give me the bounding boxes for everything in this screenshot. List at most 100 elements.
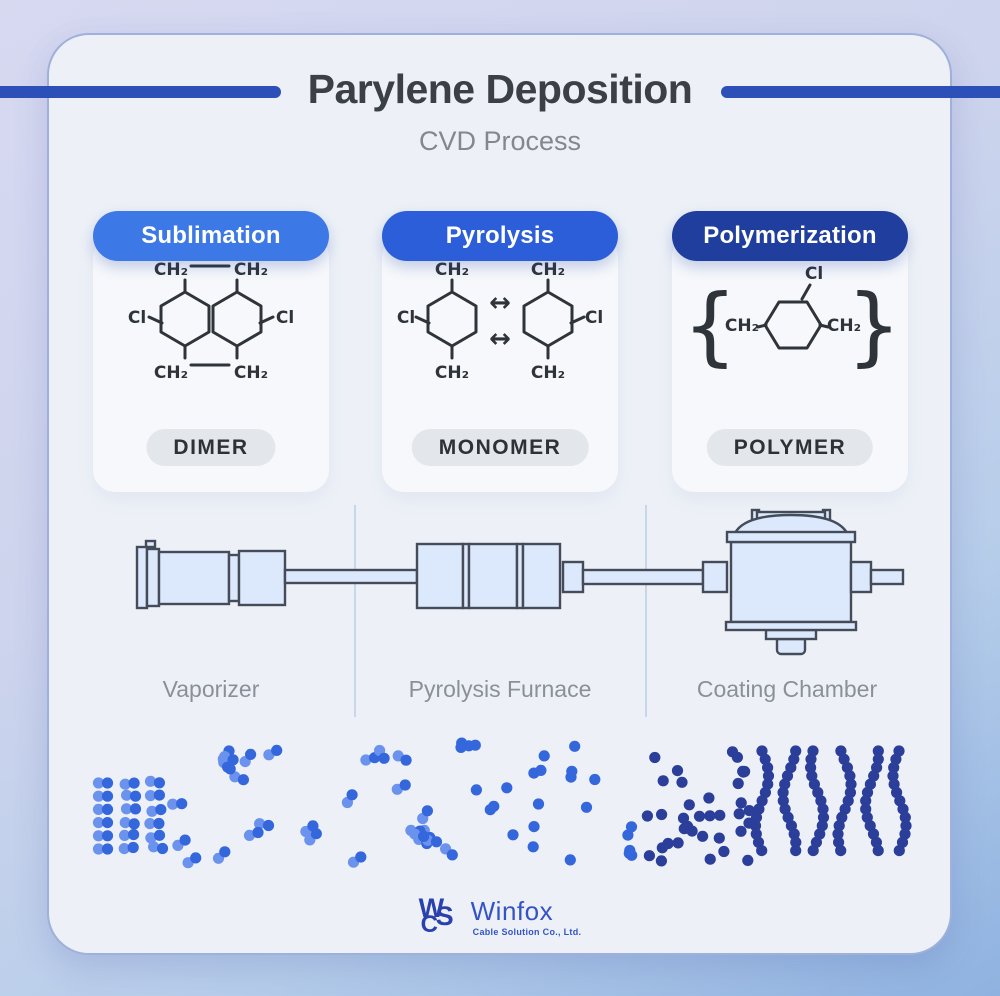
vaporizer-drawing (135, 539, 287, 610)
ch2-label: CH₂ (234, 260, 268, 280)
monomer-rings (414, 278, 586, 360)
molecule-dot (564, 854, 576, 866)
molecule-dot (145, 832, 157, 844)
repeat-unit-brace-open: { (683, 276, 738, 376)
molecule-dot (718, 845, 730, 858)
molecule-dot (237, 774, 249, 786)
molecule-dot (625, 821, 638, 833)
stage-tag-polymer: POLYMER (706, 429, 874, 466)
apparatus-drawing (135, 508, 905, 656)
ch2-label: CH₂ (725, 316, 759, 336)
molecule-dot (128, 829, 140, 841)
molecule-dot (737, 765, 749, 777)
molecule-dot (683, 799, 695, 811)
molecule-dot (219, 846, 231, 858)
molecule-dot (817, 803, 829, 815)
molecule-dot (750, 811, 763, 823)
molecule-dot (714, 809, 726, 821)
molecule-dot (733, 808, 745, 820)
molecule-dot (92, 777, 105, 789)
cl-label: Cl (128, 308, 146, 328)
molecule-dot (179, 834, 191, 846)
monomer-structure-drawing: CH₂ CH₂ CH₂ CH₂ Cl Cl ↔ ↔ (397, 260, 603, 383)
cl-label: Cl (397, 308, 415, 328)
molecule-dot (872, 745, 884, 757)
molecule-dot (346, 789, 358, 801)
molecule-dot (704, 810, 716, 822)
molecule-dot (219, 751, 231, 763)
molecule-dot (527, 841, 539, 853)
molecule-dot (832, 828, 844, 840)
molecule-dot (703, 792, 715, 804)
molecule-dot (307, 820, 319, 832)
molecule-dot (749, 820, 762, 832)
label-vaporizer: Vaporizer (162, 676, 260, 702)
pyrolysis-furnace-drawing (415, 542, 562, 610)
molecule-dot (245, 748, 257, 760)
molecule-dot (92, 843, 105, 855)
section-divider (645, 505, 647, 717)
molecule-dot (656, 842, 668, 854)
molecule-dot (835, 845, 847, 857)
molecule-dot (355, 851, 367, 863)
logo-monogram-letter: S (435, 901, 454, 931)
stage-card-sublimation: Sublimation CH₂ CH₂ CH₂ CH₂ Cl Cl DIMER (93, 211, 329, 492)
molecule-dot (649, 751, 661, 764)
molecule-dot (101, 817, 114, 829)
molecule-dot (887, 770, 899, 782)
molecule-dot (271, 744, 283, 756)
molecule-dot (92, 803, 105, 815)
molecule-dot (589, 773, 601, 786)
molecule-dot (128, 777, 140, 789)
label-coating-chamber: Coating Chamber (696, 676, 878, 702)
cl-label: Cl (585, 308, 603, 328)
molecule-dot (845, 778, 857, 790)
title-accent-bar-right (721, 86, 1000, 98)
coating-chamber-drawing (724, 508, 905, 656)
label-pyrolysis-furnace: Pyrolysis Furnace (408, 676, 592, 702)
footer-logo: W S C Winfox Cable Solution Co., Ltd. (0, 893, 1000, 939)
logo-monogram-letter: C (420, 911, 438, 938)
molecule-dot (671, 765, 684, 777)
molecule-dot (129, 803, 142, 815)
molecule-dot (762, 770, 775, 782)
ch2-label: CH₂ (435, 363, 469, 383)
molecule-dot (262, 819, 275, 832)
molecule-dot (399, 779, 411, 791)
molecule-dot (360, 754, 372, 766)
molecule-dot (643, 850, 656, 862)
molecule-dot (121, 789, 133, 801)
ch2-label: CH₂ (154, 260, 188, 280)
molecule-dot (872, 753, 884, 765)
molecule-dot (538, 750, 550, 762)
molecule-dot (807, 845, 819, 857)
molecule-dot (129, 790, 142, 802)
cl-label: Cl (276, 308, 294, 328)
molecule-dot (656, 808, 668, 821)
molecule-dot (144, 775, 157, 787)
stage-pill-polymerization: Polymerization (672, 211, 908, 261)
molecule-dot (899, 811, 911, 823)
ch2-label: CH₂ (154, 363, 188, 383)
molecule-dot (418, 830, 430, 842)
stage-tag-dimer: DIMER (146, 429, 276, 466)
molecule-dot (756, 845, 768, 857)
molecule-dot (790, 845, 802, 857)
molecule-dot (872, 845, 884, 857)
stage-pill-sublimation: Sublimation (93, 211, 329, 261)
molecule-dot (532, 798, 545, 810)
stage-card-pyrolysis: Pyrolysis CH₂ CH₂ CH₂ CH₂ Cl Cl ↔ ↔ MONO… (382, 211, 618, 492)
logo-brand-name: Winfox (470, 896, 554, 926)
dimer-structure-drawing: CH₂ CH₂ CH₂ CH₂ Cl Cl (128, 260, 294, 383)
ch2-label: CH₂ (435, 260, 469, 280)
molecule-dot (469, 739, 481, 751)
ch2-label: CH₂ (531, 363, 565, 383)
molecule-dot (243, 829, 256, 841)
cl-label: Cl (805, 264, 823, 284)
molecule-dot (400, 754, 412, 766)
molecule-dot (893, 845, 905, 857)
molecule-dot (682, 820, 694, 832)
molecule-dot (119, 817, 131, 829)
molecule-dot (488, 800, 500, 812)
molecule-dot (155, 804, 167, 816)
